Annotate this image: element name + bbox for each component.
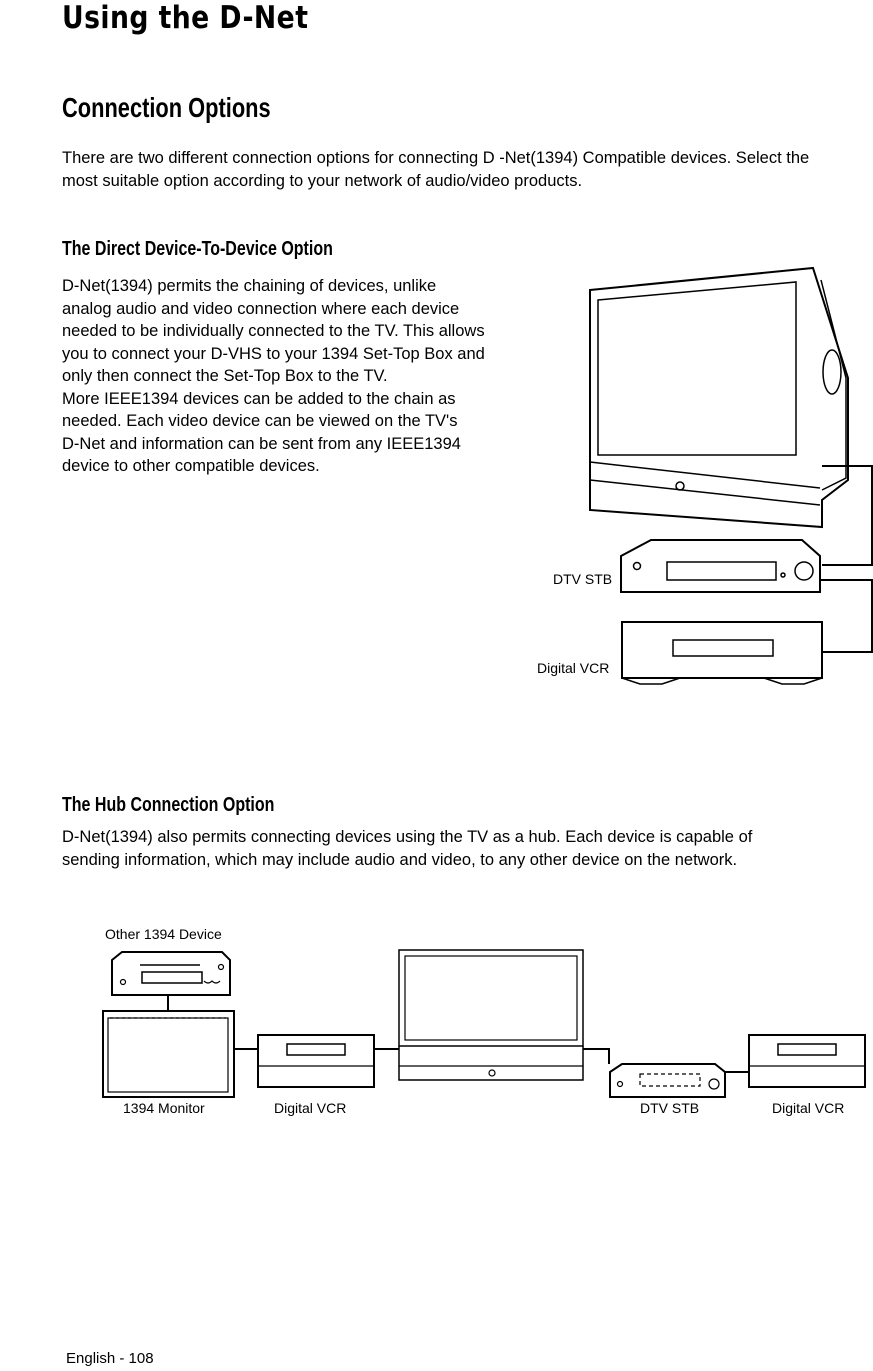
intro-paragraph: There are two different connection optio… bbox=[62, 147, 842, 192]
direct-option-text: D-Net(1394) permits the chaining of devi… bbox=[62, 275, 552, 478]
text-line: D-Net(1394) permits the chaining of devi… bbox=[62, 275, 552, 298]
page-title: Using the D-Net bbox=[62, 0, 308, 36]
label-dtv-stb: DTV STB bbox=[553, 571, 612, 587]
monitor-illustration bbox=[103, 1011, 234, 1097]
text-line: sending information, which may include a… bbox=[62, 849, 862, 872]
section-title: Connection Options bbox=[62, 92, 271, 124]
label-digital-vcr-1: Digital VCR bbox=[274, 1100, 346, 1116]
text-line: needed. Each video device can be viewed … bbox=[62, 410, 552, 433]
text-line: only then connect the Set-Top Box to the… bbox=[62, 365, 552, 388]
text-line: needed to be individually connected to t… bbox=[62, 320, 552, 343]
label-other-1394-device: Other 1394 Device bbox=[105, 926, 222, 942]
digital-vcr-1-illustration bbox=[258, 1035, 374, 1087]
digital-vcr-illustration bbox=[622, 622, 822, 684]
label-digital-vcr: Digital VCR bbox=[537, 660, 609, 676]
text-line: device to other compatible devices. bbox=[62, 455, 552, 478]
direct-option-heading: The Direct Device-To-Device Option bbox=[62, 238, 333, 261]
text-line: More IEEE1394 devices can be added to th… bbox=[62, 388, 552, 411]
dtv-stb-hub-illustration bbox=[610, 1064, 725, 1097]
text-line: D-Net and information can be sent from a… bbox=[62, 433, 552, 456]
hub-option-text: D-Net(1394) also permits connecting devi… bbox=[62, 826, 862, 871]
text-line: D-Net(1394) also permits connecting devi… bbox=[62, 826, 862, 849]
digital-vcr-2-illustration bbox=[749, 1035, 865, 1087]
label-dtv-stb-hub: DTV STB bbox=[640, 1100, 699, 1116]
other-1394-device-illustration bbox=[112, 952, 230, 995]
tv-hub-illustration bbox=[399, 950, 583, 1080]
label-1394-monitor: 1394 Monitor bbox=[123, 1100, 205, 1116]
text-line: analog audio and video connection where … bbox=[62, 298, 552, 321]
text-line: you to connect your D-VHS to your 1394 S… bbox=[62, 343, 552, 366]
page-footer: English - 108 bbox=[66, 1350, 154, 1367]
hub-option-heading: The Hub Connection Option bbox=[62, 794, 274, 817]
tv-illustration bbox=[590, 268, 848, 527]
dtv-stb-illustration bbox=[621, 540, 820, 592]
label-digital-vcr-2: Digital VCR bbox=[772, 1100, 844, 1116]
